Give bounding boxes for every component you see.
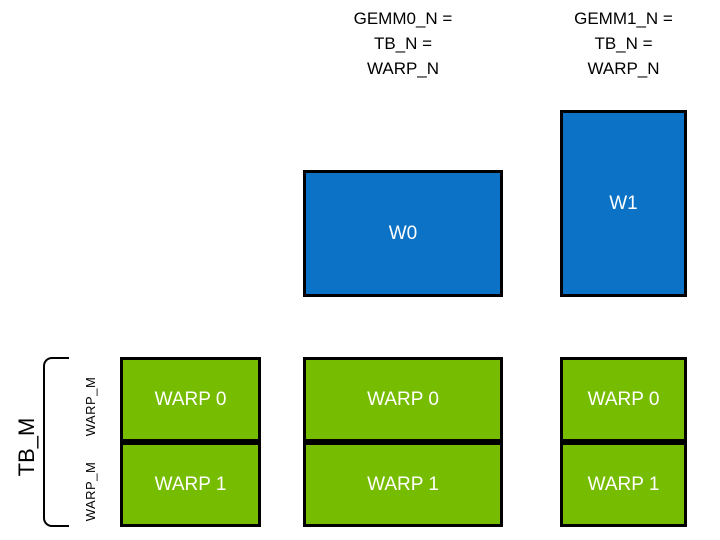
warp-row-col-a-0: WARP 0 [120,357,261,442]
warp-tile-w1-label: W1 [609,192,638,214]
warp-row-label: WARP 0 [587,388,660,410]
warp-row-label: WARP 0 [154,388,227,410]
warp-row-col-c-0: WARP 0 [560,357,687,442]
warp-row-col-b-1: WARP 1 [303,442,503,527]
warp-row-col-b-0: WARP 0 [303,357,503,442]
warp-row-col-a-1: WARP 1 [120,442,261,527]
warp-tile-w0-label: W0 [388,222,418,244]
warp-row-label: WARP 1 [367,473,439,495]
warp-tile-w1: W1 [560,110,687,297]
column-header-gemm1: GEMM1_N = TB_N = WARP_N [574,9,673,78]
warp-tile-w0: W0 [303,170,503,297]
tb-m-label: TB_M [14,417,39,477]
warp-row-label: WARP 1 [587,473,660,495]
warp-m-label-row1: WARP_M [83,461,98,522]
warp-row-col-c-1: WARP 1 [560,442,687,527]
warp-row-label: WARP 0 [367,388,439,410]
tb-m-bracket [43,357,69,527]
column-header-gemm0: GEMM0_N = TB_N = WARP_N [353,9,453,78]
warp-row-label: WARP 1 [154,473,227,495]
warp-m-label-row0: WARP_M [83,376,98,437]
